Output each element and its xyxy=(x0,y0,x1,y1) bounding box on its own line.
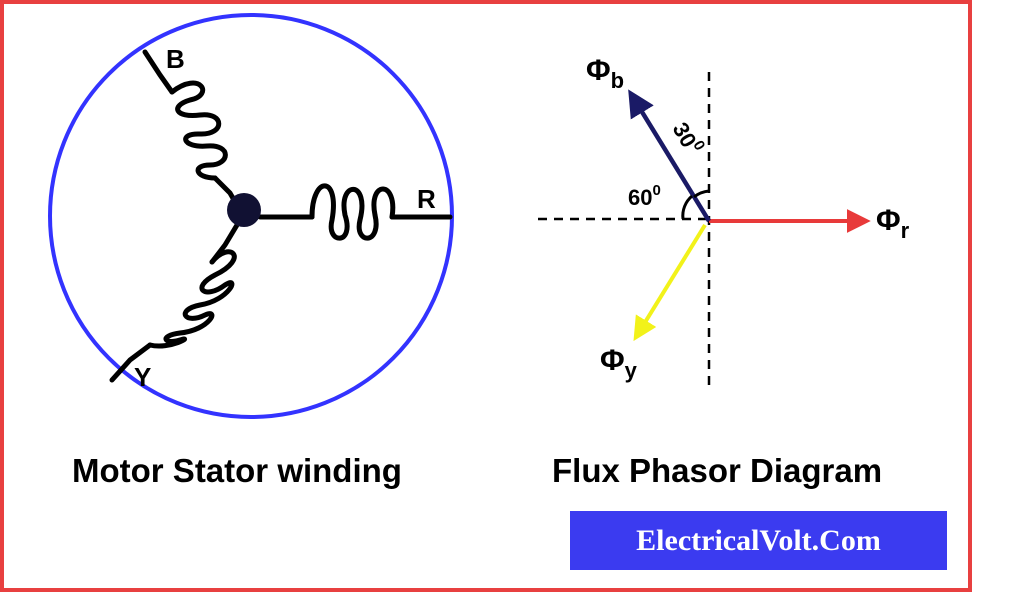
phasor-diagram: 600 300 Φb Φr Φy xyxy=(538,54,910,385)
angle-label-60: 600 xyxy=(628,182,661,210)
coil-y xyxy=(109,222,240,383)
phasor-caption: Flux Phasor Diagram xyxy=(552,452,883,489)
phasor-y-arrow xyxy=(633,223,707,342)
watermark-banner: ElectricalVolt.Com xyxy=(570,511,947,570)
phasor-label-y: Φy xyxy=(600,344,638,383)
stator-winding: B R Y xyxy=(48,13,454,419)
coil-b xyxy=(142,49,241,210)
terminal-label-b: B xyxy=(166,44,185,74)
angle-arc-60 xyxy=(681,194,694,220)
angle-label-30: 300 xyxy=(668,117,709,159)
outer-border xyxy=(0,0,972,592)
phasor-label-b: Φb xyxy=(586,54,624,93)
angle-arc-30 xyxy=(693,189,710,199)
stator-caption: Motor Stator winding xyxy=(72,452,402,489)
neutral-point xyxy=(227,193,261,227)
coil-r xyxy=(257,183,453,241)
phasor-b-arrow xyxy=(628,89,711,223)
terminal-label-r: R xyxy=(417,184,436,214)
phasor-label-r: Φr xyxy=(876,204,910,243)
terminal-label-y: Y xyxy=(134,362,151,392)
